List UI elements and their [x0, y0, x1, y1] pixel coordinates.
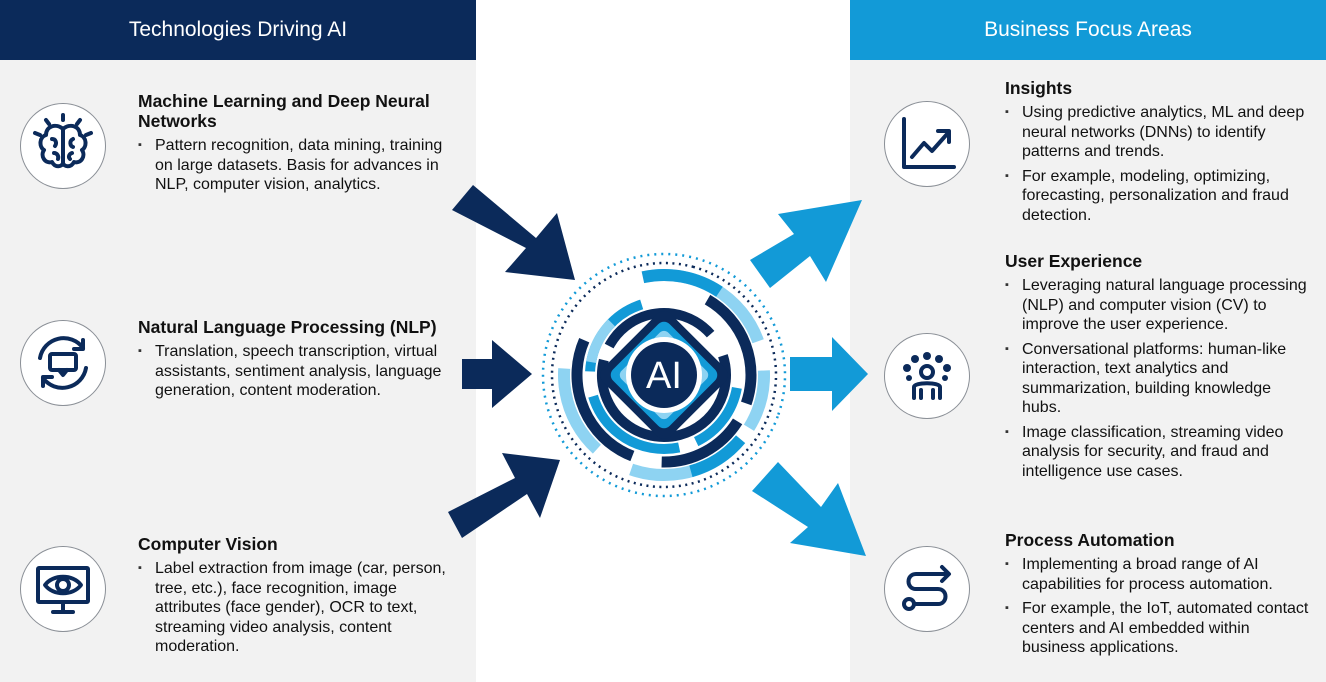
focus-insights-bullet: Using predictive analytics, ML and deep … — [1005, 103, 1310, 162]
eye-monitor-icon — [20, 546, 106, 632]
ai-core-label: AI — [646, 355, 682, 397]
focus-ux-bullet: Image classification, streaming video an… — [1005, 423, 1310, 482]
tech-ml-block: Machine Learning and Deep Neural Network… — [138, 91, 458, 200]
tech-nlp-bullet: Translation, speech transcription, virtu… — [138, 342, 458, 401]
tech-cv-block: Computer Vision Label extraction from im… — [138, 534, 458, 662]
output-arrow-ux — [790, 337, 868, 411]
user-network-icon — [884, 333, 970, 419]
trend-chart-icon — [884, 101, 970, 187]
technologies-panel: Technologies Driving AI Machine Learning… — [0, 0, 476, 682]
output-arrow-automation — [752, 462, 866, 556]
focus-insights-block: Insights Using predictive analytics, ML … — [1005, 78, 1310, 230]
ai-core: AI — [541, 252, 787, 498]
input-arrow-nlp — [462, 340, 532, 408]
focus-automation-title: Process Automation — [1005, 530, 1175, 550]
tech-cv-title: Computer Vision — [138, 534, 278, 554]
focus-ux-block: User Experience Leveraging natural langu… — [1005, 251, 1310, 486]
tech-ml-bullet: Pattern recognition, data mining, traini… — [138, 136, 458, 195]
focus-automation-bullet: For example, the IoT, automated contact … — [1005, 599, 1310, 658]
technologies-header: Technologies Driving AI — [0, 0, 476, 60]
tech-nlp-block: Natural Language Processing (NLP) Transl… — [138, 317, 458, 406]
focus-ux-title: User Experience — [1005, 251, 1143, 271]
focus-insights-title: Insights — [1005, 78, 1073, 98]
tech-ml-title: Machine Learning and Deep Neural Network… — [138, 91, 430, 131]
output-arrow-insights — [750, 200, 862, 288]
focus-ux-bullet: Conversational platforms: human-like int… — [1005, 340, 1310, 418]
focus-ux-bullet: Leveraging natural language processing (… — [1005, 276, 1310, 335]
focus-areas-panel: Business Focus Areas Insights Using pred… — [850, 0, 1326, 682]
brain-icon — [20, 103, 106, 189]
process-path-icon — [884, 546, 970, 632]
input-arrow-ml — [452, 185, 575, 280]
speech-cycle-icon — [20, 320, 106, 406]
focus-automation-block: Process Automation Implementing a broad … — [1005, 530, 1310, 663]
focus-areas-header: Business Focus Areas — [850, 0, 1326, 60]
focus-automation-bullet: Implementing a broad range of AI capabil… — [1005, 555, 1310, 594]
tech-nlp-title: Natural Language Processing (NLP) — [138, 317, 437, 337]
tech-cv-bullet: Label extraction from image (car, person… — [138, 559, 458, 657]
input-arrow-cv — [448, 453, 560, 538]
focus-insights-bullet: For example, modeling, optimizing, forec… — [1005, 167, 1310, 226]
